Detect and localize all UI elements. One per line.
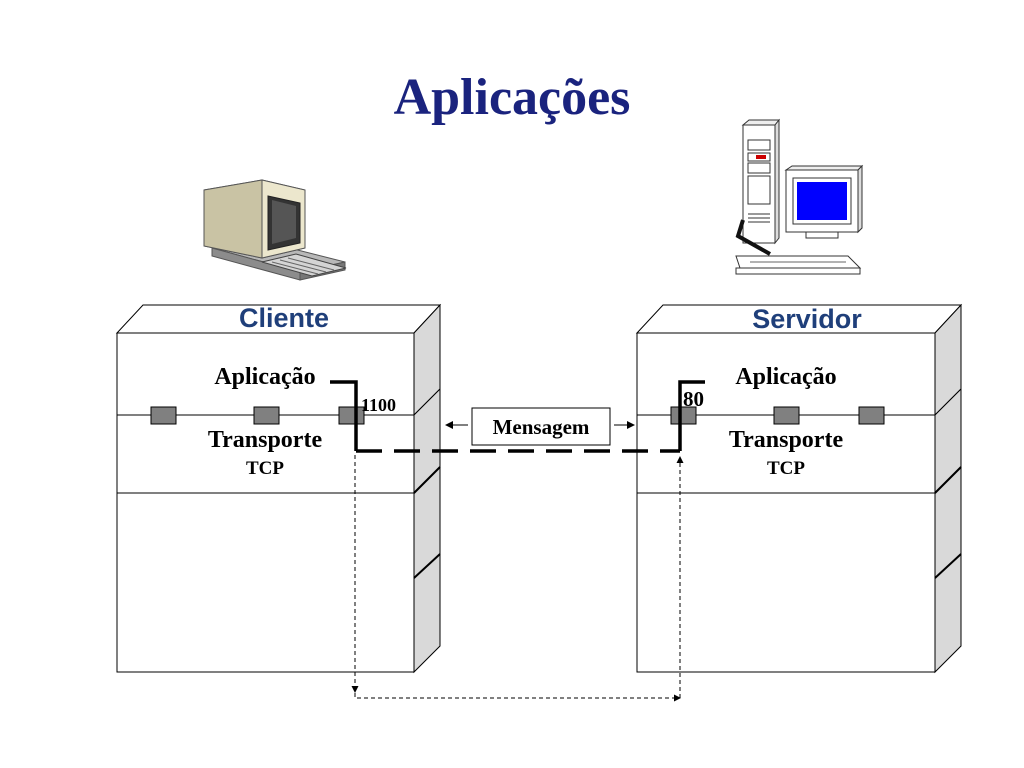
server-app-layer-label: Aplicação — [735, 364, 836, 390]
server-port-block-2 — [773, 406, 800, 425]
server-transport-layer-label: Transporte — [729, 427, 844, 453]
client-protocol-label: TCP — [246, 458, 284, 479]
client-app-layer-label: Aplicação — [214, 364, 315, 390]
server-port-block-1 — [670, 406, 697, 425]
client-port-block-2 — [253, 406, 280, 425]
server-stack — [635, 303, 963, 674]
physical-path-line — [354, 455, 680, 699]
server-socket-line — [678, 380, 705, 451]
client-label: Cliente — [239, 303, 329, 333]
client-computer-icon — [203, 179, 347, 281]
message-label: Mensagem — [493, 415, 590, 439]
client-transport-layer-label: Transporte — [208, 427, 323, 453]
server-label: Servidor — [752, 304, 862, 334]
server-port-block-3 — [858, 406, 885, 425]
client-port-number: 1100 — [361, 395, 396, 415]
client-socket-line — [330, 380, 358, 451]
server-protocol-label: TCP — [767, 458, 805, 479]
message-box — [471, 407, 611, 446]
client-port-block-1 — [150, 406, 177, 425]
client-stack — [115, 303, 442, 674]
page-title: Aplicações — [394, 69, 631, 126]
server-computer-icon — [735, 118, 864, 275]
server-port-number: 80 — [683, 387, 704, 411]
